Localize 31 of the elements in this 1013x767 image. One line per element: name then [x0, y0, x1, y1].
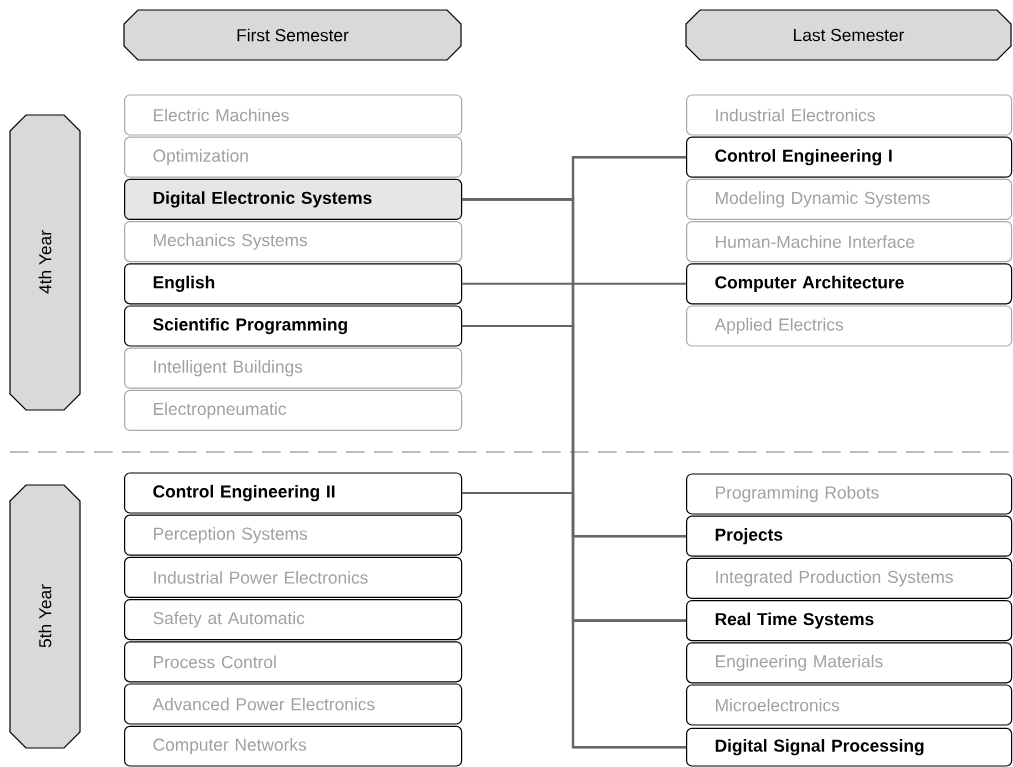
course-box: Digital Signal Processing: [686, 727, 1013, 767]
course-box: Control Engineering I: [686, 136, 1013, 178]
course-box: Electropneumatic: [124, 389, 463, 431]
course-box: Control Engineering II: [124, 472, 463, 514]
course-box: Programming Robots: [686, 473, 1013, 515]
course-box: Engineering Materials: [686, 642, 1013, 684]
connector-line: [462, 491, 686, 749]
course-box: Advanced Power Electronics: [124, 683, 463, 725]
connector-line: [462, 282, 686, 285]
course-box: Scientific Programming: [124, 305, 463, 347]
course-box: Intelligent Buildings: [124, 347, 463, 389]
header-octagon: Last Semester: [685, 9, 1012, 61]
course-box: Integrated Production Systems: [686, 557, 1013, 599]
course-box: Electric Machines: [124, 94, 463, 136]
course-box: Industrial Electronics: [686, 94, 1013, 136]
course-box: Mechanics Systems: [124, 221, 463, 263]
course-box: Digital Electronic Systems: [124, 178, 463, 220]
course-box: Computer Networks: [124, 725, 463, 767]
course-box: Microelectronics: [686, 684, 1013, 726]
course-box: Computer Architecture: [686, 263, 1013, 305]
course-box: Safety at Automatic: [124, 599, 463, 641]
course-box: Optimization: [124, 136, 463, 178]
course-box: Process Control: [124, 641, 463, 683]
course-box: English: [124, 263, 463, 305]
course-box: Projects: [686, 515, 1013, 557]
course-box: Applied Electrics: [686, 305, 1013, 347]
course-box: Real Time Systems: [686, 600, 1013, 642]
course-box: Human-Machine Interface: [686, 221, 1013, 263]
course-box: Industrial Power Electronics: [124, 556, 463, 598]
course-box: Modeling Dynamic Systems: [686, 178, 1013, 220]
course-box: Perception Systems: [124, 514, 463, 556]
